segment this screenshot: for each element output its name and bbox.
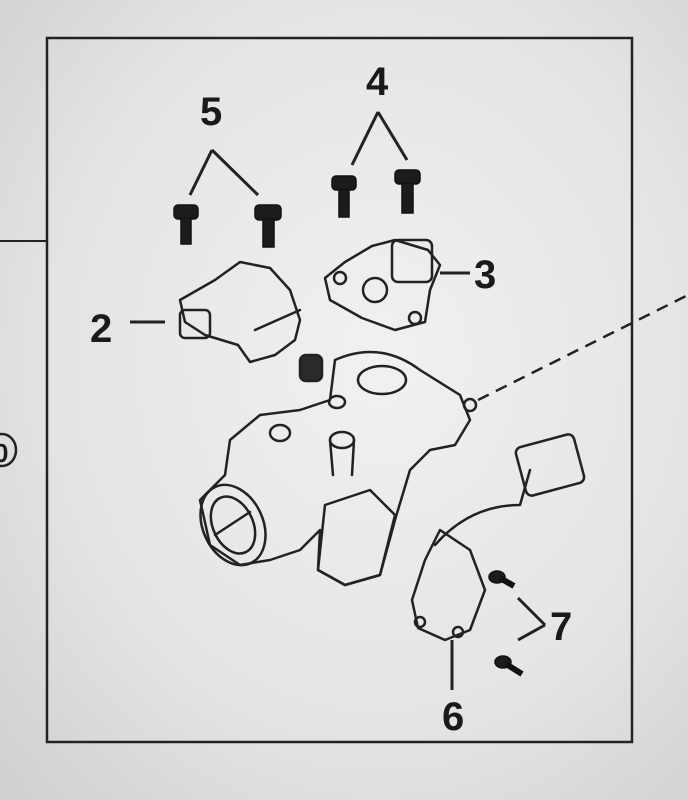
fragment-label: 0 xyxy=(0,438,8,468)
screw-icon xyxy=(494,655,524,677)
callout-4: 4 xyxy=(366,60,389,104)
callout-2: 2 xyxy=(90,307,112,351)
leader-4 xyxy=(350,111,409,166)
position-sensor-part-6 xyxy=(410,433,586,642)
sensor-part-3 xyxy=(323,238,442,332)
bolt-icon xyxy=(331,175,357,218)
throttle-body xyxy=(198,350,478,587)
callout-5: 5 xyxy=(200,90,222,134)
callout-7: 7 xyxy=(550,605,572,649)
valve-part-2 xyxy=(178,260,324,383)
callout-6: 6 xyxy=(442,695,464,739)
callout-3: 3 xyxy=(474,253,496,297)
screw-icon xyxy=(488,570,516,589)
leader-7 xyxy=(516,596,547,642)
dashed-leader xyxy=(477,293,688,402)
bolt-icon xyxy=(173,204,199,245)
leader-5 xyxy=(188,148,260,197)
diagram-frame xyxy=(45,36,634,744)
bolt-icon xyxy=(254,204,282,248)
bolt-icon xyxy=(394,169,421,214)
adjacent-fragment: 0 xyxy=(0,432,18,468)
